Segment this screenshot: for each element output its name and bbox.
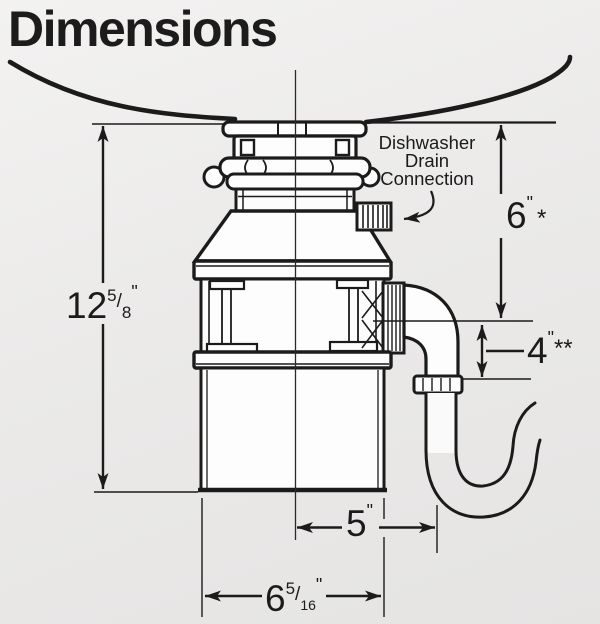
drain-outlet-flange <box>381 281 406 355</box>
dishwasher-inlet-boss <box>355 201 393 232</box>
dim-sink-to-outlet-label: 6"* <box>506 193 546 236</box>
upper-mount-band <box>192 259 393 281</box>
mounting-flange <box>202 120 381 214</box>
drain-elbow <box>402 283 460 379</box>
flange-top-bar <box>221 120 368 138</box>
p-trap <box>424 401 542 519</box>
dim-overall-height-label: 125/8" <box>66 282 138 326</box>
callout-line3: Connection <box>380 168 474 189</box>
callout-line2: Drain <box>405 150 449 171</box>
dim-sink-to-outlet <box>373 125 533 322</box>
disposer-body <box>198 366 387 493</box>
sink-outline <box>7 54 573 125</box>
grind-chamber <box>199 277 386 355</box>
page-title: Dimensions <box>8 1 278 57</box>
dishwasher-callout: Dishwasher Drain Connection <box>379 132 476 223</box>
lower-band <box>192 350 393 370</box>
outlet-brace-detail <box>361 290 384 349</box>
dim-body-width-label: 65/16" <box>265 575 322 619</box>
dim-outlet-to-trap-label: 4"** <box>527 328 573 371</box>
dim-center-to-trap-label: 5" <box>346 501 373 544</box>
dim-outlet-to-trap <box>463 325 531 380</box>
callout-line1: Dishwasher <box>379 132 476 153</box>
tailpipe <box>424 393 458 453</box>
dim-center-to-trap <box>297 505 438 553</box>
dim-overall-height <box>94 126 198 493</box>
chamber-bracket-right <box>328 278 379 353</box>
callout-leader-arrow <box>403 190 435 223</box>
slip-nut <box>412 374 464 395</box>
dim-body-width <box>201 498 385 617</box>
